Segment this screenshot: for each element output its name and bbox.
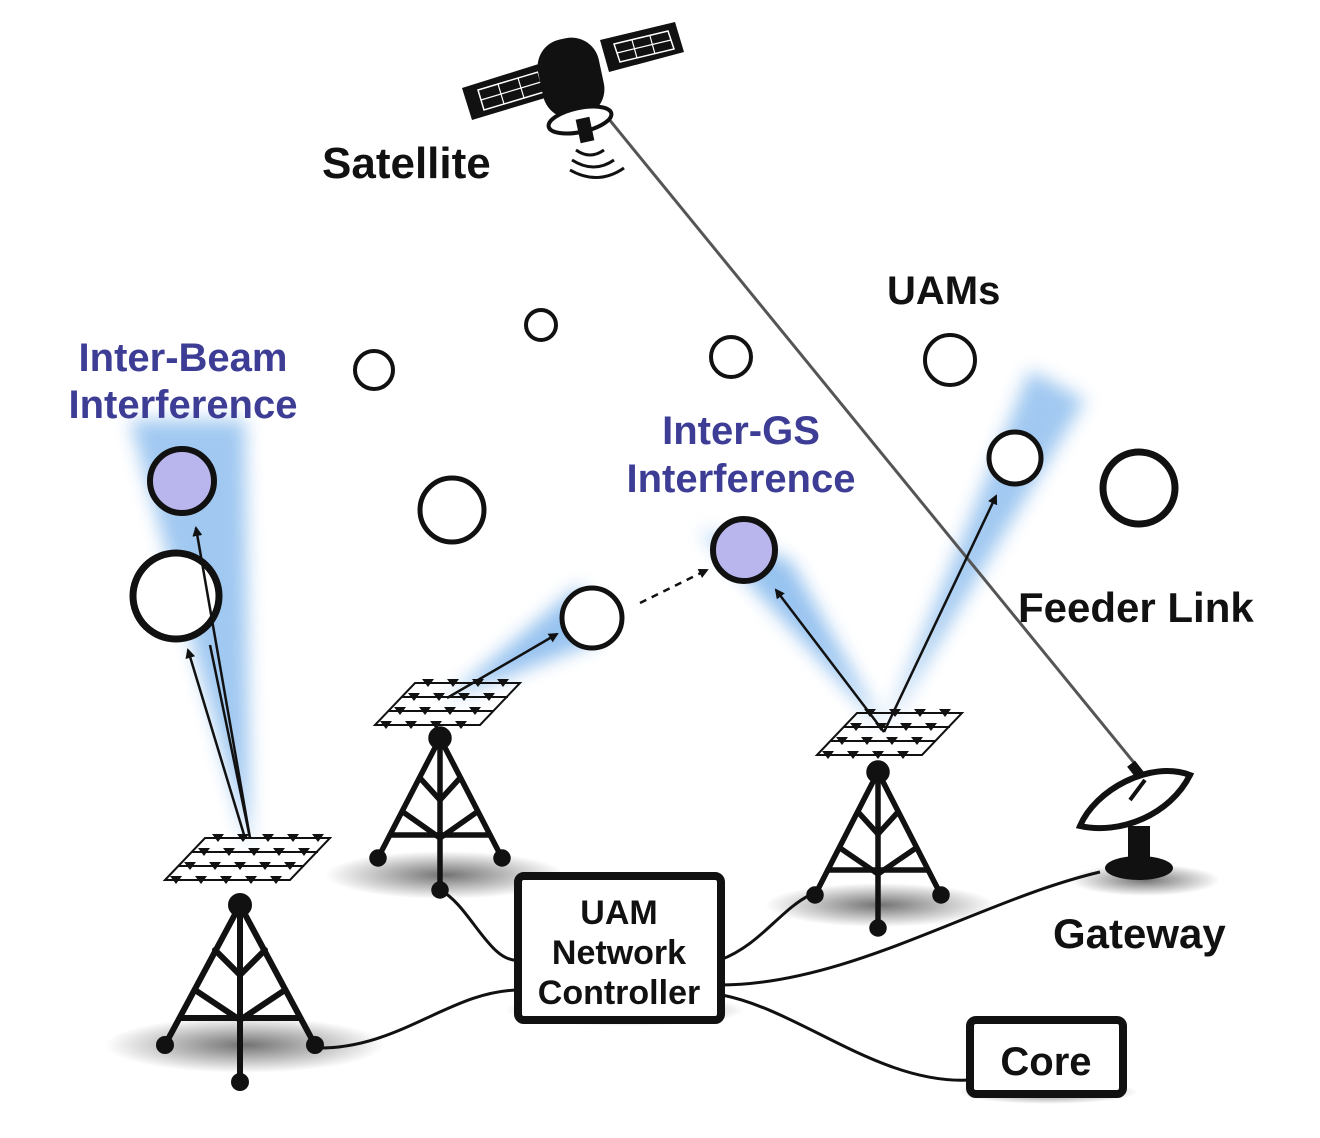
gateway-dish-icon xyxy=(1075,768,1195,880)
uam-node xyxy=(129,549,223,643)
inter-beam-label-line2: Interference xyxy=(69,383,298,427)
satellite-label: Satellite xyxy=(322,139,491,188)
network-cables xyxy=(314,870,1101,1082)
uams-label: UAMs xyxy=(887,269,1000,313)
uam-node xyxy=(559,585,625,651)
controller-label-line2: Network xyxy=(552,934,686,972)
uam-node xyxy=(1099,448,1179,528)
tower-middle-icon xyxy=(369,726,511,899)
antenna-array-right xyxy=(814,709,965,759)
antenna-array-left xyxy=(162,834,333,884)
antenna-array-middle xyxy=(372,679,523,729)
uam-node xyxy=(709,335,753,379)
core-box: Core xyxy=(966,1016,1127,1098)
satellite-icon xyxy=(462,22,684,179)
uam-node xyxy=(986,429,1044,487)
controller-label-line3: Controller xyxy=(538,974,700,1012)
uam-node xyxy=(524,308,558,342)
tower-right-icon xyxy=(806,760,950,937)
feeder-link-line xyxy=(606,117,1142,771)
core-label: Core xyxy=(1000,1040,1091,1084)
tower-left-icon xyxy=(156,893,324,1091)
inter-gs-label-line2: Interference xyxy=(627,457,856,501)
uam-node xyxy=(417,475,487,545)
uam-nodes xyxy=(129,308,1179,651)
inter-gs-label-line1: Inter-GS xyxy=(662,409,820,453)
uam-node-interfered xyxy=(710,516,778,584)
inter-beam-label-line1: Inter-Beam xyxy=(79,336,288,380)
uam-node-interfered xyxy=(147,446,217,516)
gateway-label: Gateway xyxy=(1053,910,1226,957)
uam-node xyxy=(353,349,395,391)
beam-arrows xyxy=(185,494,998,839)
feeder-link-label: Feeder Link xyxy=(1018,584,1254,631)
controller-label-line1: UAM xyxy=(580,894,657,932)
controller-box: UAM Network Controller xyxy=(514,872,725,1024)
uam-node xyxy=(923,333,977,387)
